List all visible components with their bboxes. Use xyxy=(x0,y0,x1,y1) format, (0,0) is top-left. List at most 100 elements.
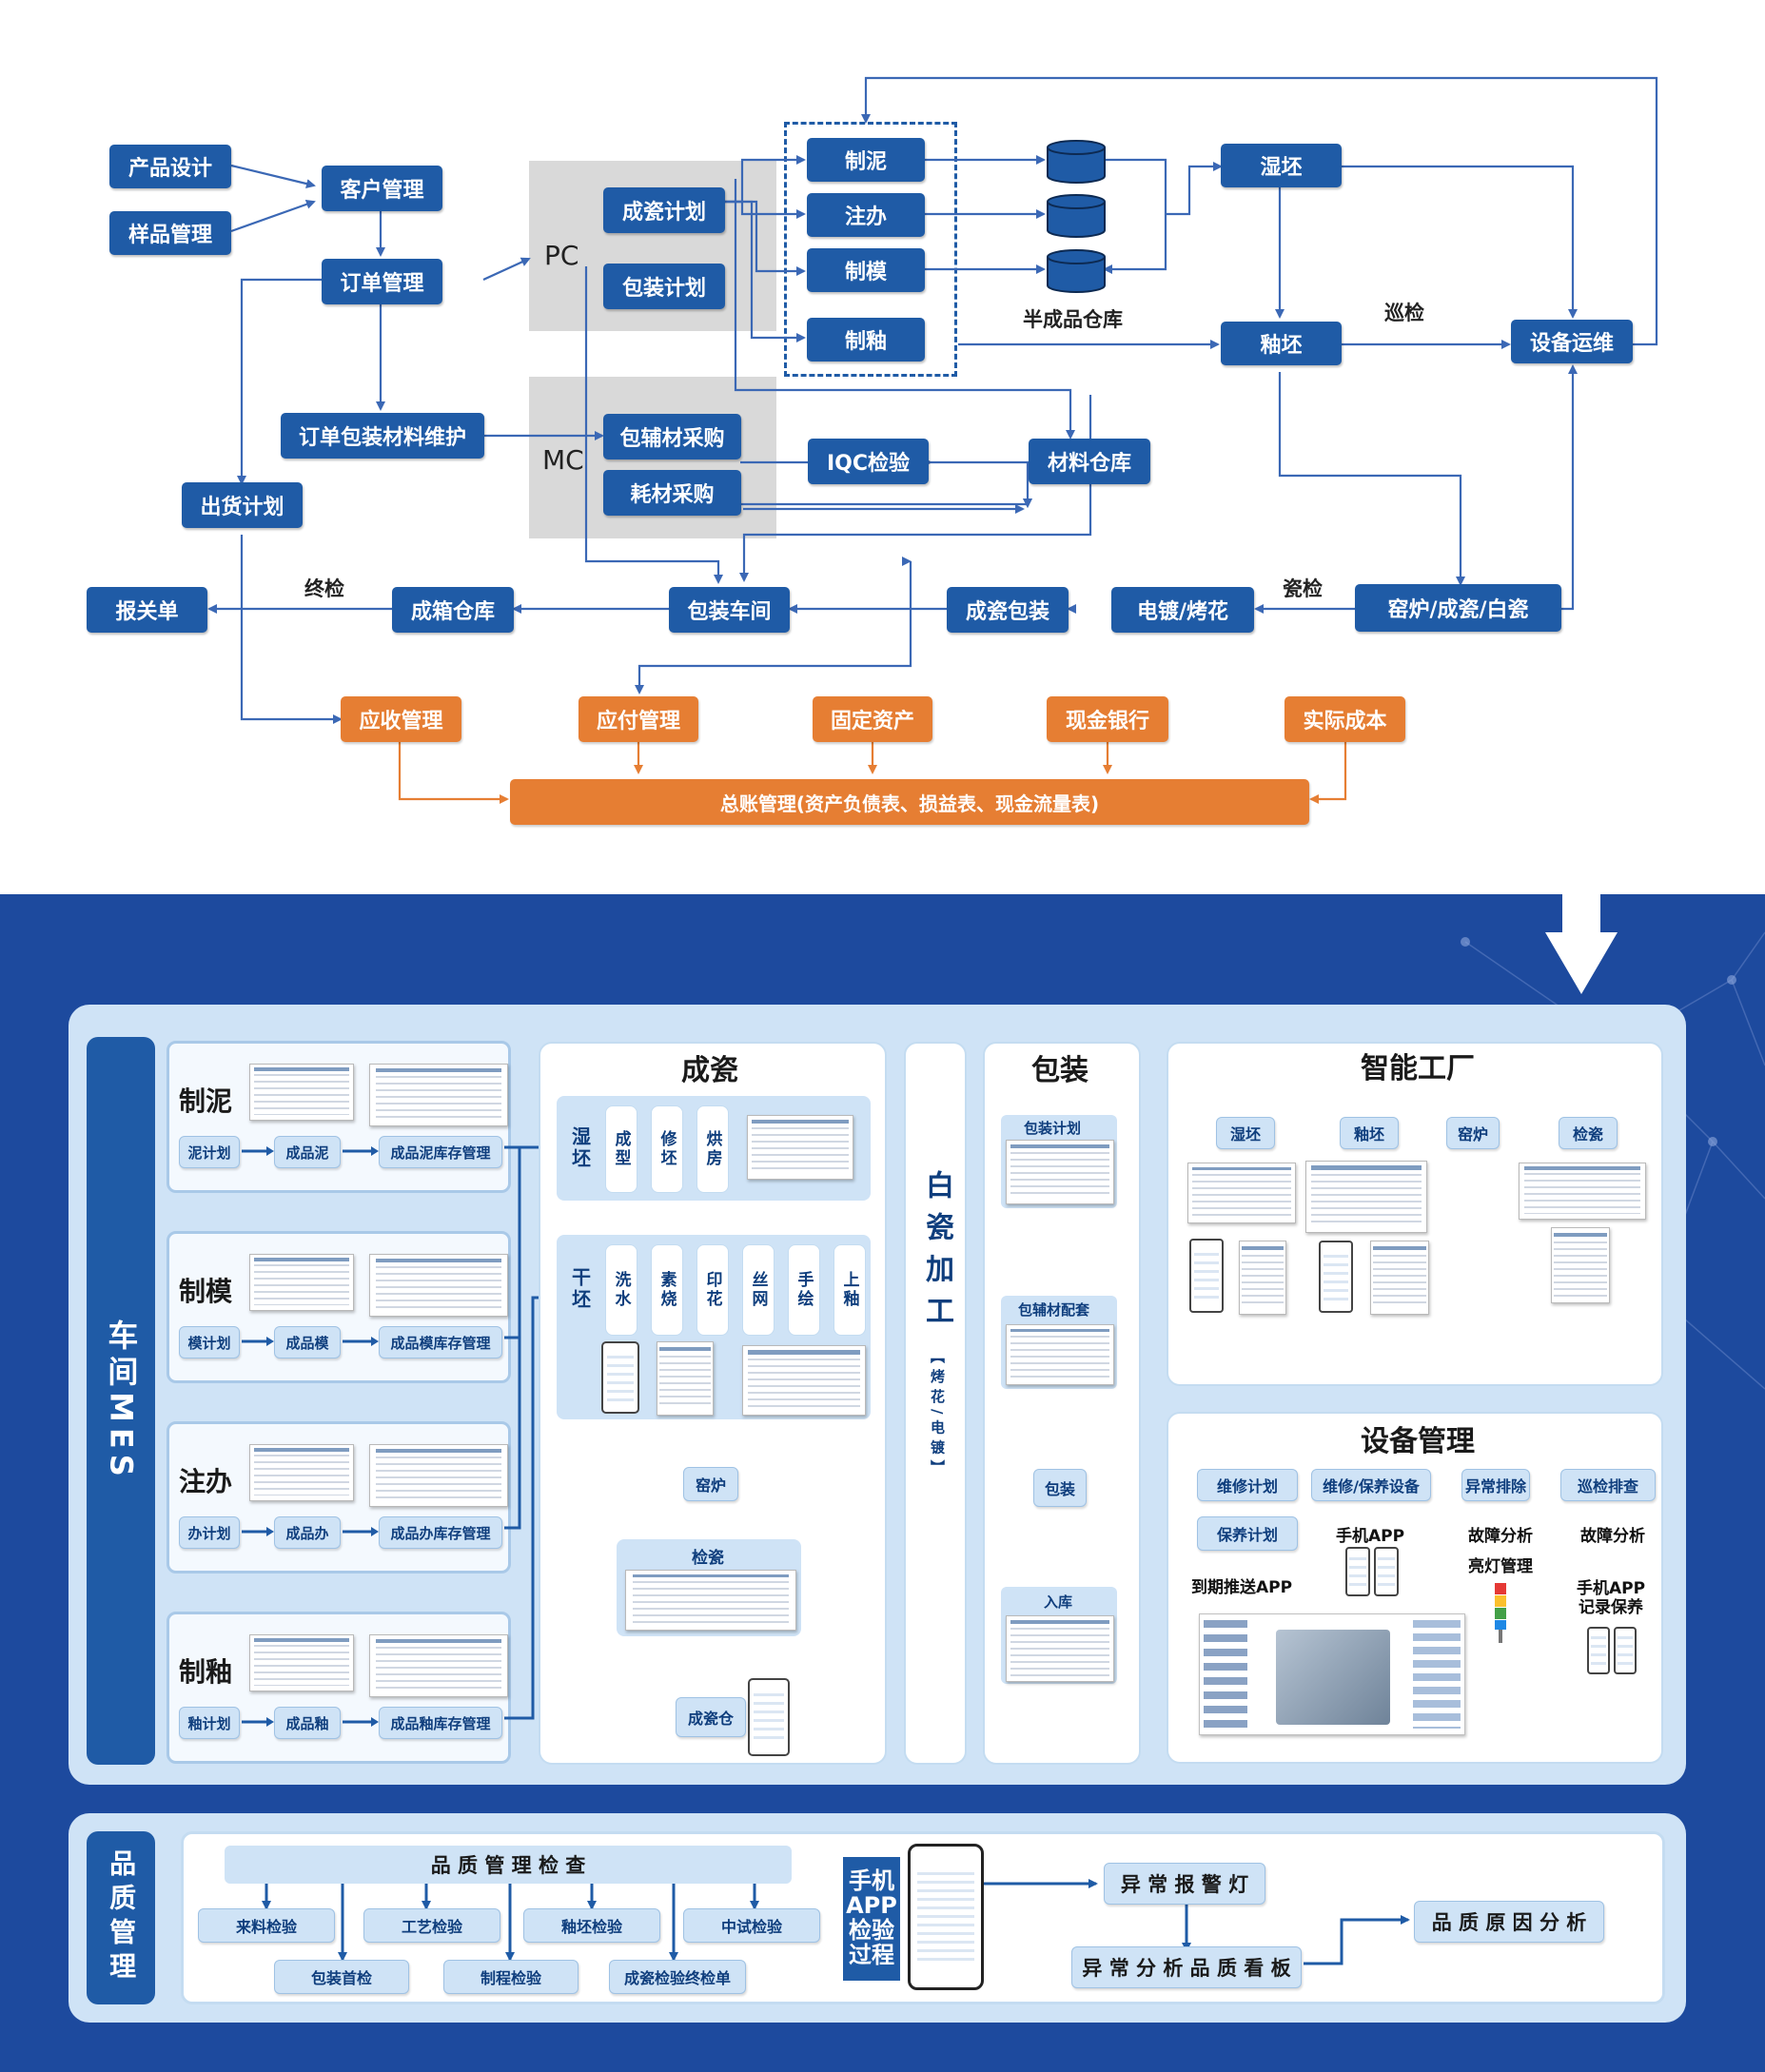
sample-mgmt-box: 样品管理 xyxy=(109,211,231,255)
actual-cost-box: 实际成本 xyxy=(1285,696,1405,742)
dashboard-sidebar xyxy=(1204,1620,1247,1729)
ledger-box: 总账管理(资产负债表、损益表、现金流量表) xyxy=(510,779,1309,825)
fault-analysis-label: 故障分析 xyxy=(1468,1527,1533,1546)
porcelain-screenshot xyxy=(747,1115,853,1180)
porcelain-pack-box: 成瓷包装 xyxy=(947,587,1069,633)
upkeep-plan-step: 保养计划 xyxy=(1197,1516,1298,1551)
mud-box: 制泥 xyxy=(807,138,925,182)
glaze-box: 制釉 xyxy=(807,318,925,362)
packing-title: 包装 xyxy=(1031,1054,1088,1087)
semi-warehouse-label: 半成品仓库 xyxy=(1023,308,1123,331)
porcelain-step-2: 手绘 xyxy=(788,1244,820,1336)
mes-row-plan: 办计划 xyxy=(179,1516,240,1549)
fixed-assets-box: 固定资产 xyxy=(813,696,932,742)
glaze-blank-box: 釉坯 xyxy=(1221,322,1342,365)
mes-row-screenshot-1 xyxy=(249,1064,354,1121)
plating-box: 电镀/烤花 xyxy=(1111,587,1254,633)
down-arrow-icon xyxy=(1545,894,1618,994)
pack-plan-title: 包装计划 xyxy=(1024,1120,1082,1137)
factory-screenshot-2 xyxy=(1305,1161,1427,1233)
mes-row-plan: 模计划 xyxy=(179,1326,240,1359)
maint-equip-step: 维修/保养设备 xyxy=(1311,1469,1431,1501)
porcelain-check-label: 瓷检 xyxy=(1283,577,1323,600)
troubleshoot-step: 异常排除 xyxy=(1461,1469,1530,1501)
quality-phone xyxy=(908,1844,984,1990)
porcelain-step-2: 丝网 xyxy=(742,1244,775,1336)
equipment-dashboard xyxy=(1199,1613,1465,1735)
mes-row-product: 成品办 xyxy=(274,1516,341,1549)
wet-blank-box: 湿坯 xyxy=(1221,144,1342,187)
pack-workshop-box: 包装车间 xyxy=(669,587,790,633)
porcelain-title: 成瓷 xyxy=(681,1054,738,1087)
storage-title: 入库 xyxy=(1044,1593,1073,1611)
mes-row-screenshot-2 xyxy=(369,1634,508,1697)
quality-label: 品质管理 xyxy=(87,1831,155,2004)
equip-mobile-3 xyxy=(1587,1627,1610,1674)
factory-screenshot-3 xyxy=(1519,1163,1646,1220)
cash-bank-box: 现金银行 xyxy=(1047,696,1168,742)
porcelain-step-1: 成型 xyxy=(605,1105,637,1193)
receivable-box: 应收管理 xyxy=(341,696,461,742)
porcelain-plan-box: 成瓷计划 xyxy=(603,187,725,233)
quality-board-box: 异 常 分 析 品 质 看 板 xyxy=(1071,1946,1302,1988)
box-warehouse-box: 成箱仓库 xyxy=(392,587,514,633)
mes-row-title: 制模 xyxy=(179,1276,233,1307)
mes-row-screenshot-1 xyxy=(249,1634,354,1691)
kiln-box: 窑炉/成瓷/白瓷 xyxy=(1355,584,1561,632)
white-porcelain-card xyxy=(904,1042,967,1765)
factory-qr-2 xyxy=(1370,1241,1429,1315)
mes-row-plan: 泥计划 xyxy=(179,1136,240,1168)
pack-plan-screenshot xyxy=(1006,1140,1114,1204)
inspect-screenshot xyxy=(625,1570,796,1631)
factory-mobile-1 xyxy=(1189,1239,1224,1313)
pack-plan-box: 包装计划 xyxy=(603,264,725,309)
mes-row-product: 成品釉 xyxy=(274,1707,341,1739)
quality-header: 品 质 管 理 检 查 xyxy=(225,1846,792,1884)
payable-box: 应付管理 xyxy=(579,696,698,742)
quality-check-top: 中试检验 xyxy=(683,1908,820,1943)
app-record-label: 手机APP 记录保养 xyxy=(1577,1579,1646,1618)
aux-purchase-box: 包辅材采购 xyxy=(603,414,741,459)
mobile-app-label: 手机APP xyxy=(1336,1527,1405,1546)
aux-kit-title: 包辅材配套 xyxy=(1018,1301,1090,1319)
grouting-box: 注办 xyxy=(807,193,925,237)
mes-row-title: 制釉 xyxy=(179,1656,233,1688)
factory-step: 检瓷 xyxy=(1559,1117,1618,1149)
mes-row-screenshot-2 xyxy=(369,1064,508,1126)
factory-mobile-2 xyxy=(1319,1241,1353,1313)
customs-box: 报关单 xyxy=(87,587,207,633)
mes-row-stock: 成品办库存管理 xyxy=(379,1516,502,1549)
iqc-box: IQC检验 xyxy=(808,439,929,484)
database-icon xyxy=(1047,249,1106,293)
product-design-box: 产品设计 xyxy=(109,145,231,188)
quality-check-bottom: 制程检验 xyxy=(443,1960,579,1994)
fault-analysis-2-label: 故障分析 xyxy=(1580,1527,1645,1546)
porcelain-step-2: 洗水 xyxy=(605,1244,637,1336)
mes-row-screenshot-2 xyxy=(369,1254,508,1317)
quality-check-top: 工艺检验 xyxy=(363,1908,500,1943)
flow-connectors xyxy=(207,76,1658,804)
aux-kit-screenshot xyxy=(1006,1324,1114,1385)
factory-step: 釉坯 xyxy=(1340,1117,1399,1149)
mes-row-screenshot-1 xyxy=(249,1444,354,1501)
factory-step: 湿坯 xyxy=(1216,1117,1275,1149)
mes-row-screenshot-1 xyxy=(249,1254,354,1311)
white-porcelain-subtitle: 【烤花/电镀】 xyxy=(929,1349,946,1480)
mes-row-title: 制泥 xyxy=(179,1085,233,1117)
pack-step: 包装 xyxy=(1033,1469,1087,1507)
mes-row-product: 成品泥 xyxy=(274,1136,341,1168)
equip-ops-box: 设备运维 xyxy=(1511,320,1633,363)
mobile-screenshot xyxy=(601,1341,639,1414)
customer-mgmt-box: 客户管理 xyxy=(322,166,442,211)
porcelain-table-screenshot xyxy=(742,1345,866,1416)
flowchart: PC MC xyxy=(0,0,1765,894)
signal-light-icon xyxy=(1495,1583,1506,1643)
porcelain-step-1: 烘房 xyxy=(696,1105,729,1193)
equip-mobile-1 xyxy=(1345,1547,1370,1596)
inspect-title: 检瓷 xyxy=(692,1549,724,1568)
porcelain-warehouse-step: 成瓷仓 xyxy=(676,1697,746,1737)
mc-label: MC xyxy=(542,444,584,476)
mobile-app-label-box: 手机APP检验过程 xyxy=(843,1857,900,1981)
mold-box: 制模 xyxy=(807,248,925,292)
quality-check-top: 来料检验 xyxy=(198,1908,335,1943)
